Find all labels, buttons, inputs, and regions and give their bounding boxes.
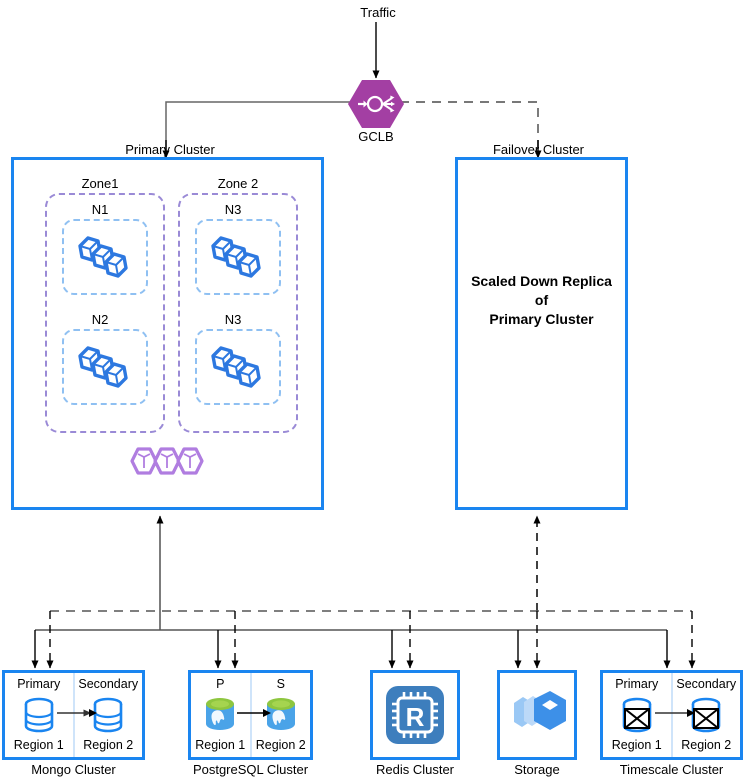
mongo-primary-region: Region 1 — [13, 737, 64, 752]
node-box-n3-b[interactable] — [195, 329, 281, 405]
node-label-n1: N1 — [91, 202, 109, 217]
gclb-node[interactable] — [347, 78, 405, 130]
redis-cluster-box[interactable]: R — [370, 670, 460, 760]
database-cylinder-icon-primary — [19, 691, 59, 739]
storage-icon — [500, 689, 574, 741]
timescale-secondary-region: Region 2 — [681, 737, 732, 752]
mongo-secondary-role: Secondary — [78, 677, 139, 691]
timescale-cylinder-icon-primary — [617, 691, 657, 739]
mongo-primary-role: Primary — [17, 677, 61, 691]
zone-box-zone1[interactable] — [45, 193, 165, 433]
timescale-cluster-box[interactable]: Primary Region 1 Secondary — [600, 670, 743, 760]
postgres-replication-arrow — [237, 709, 271, 717]
node-box-n1[interactable] — [62, 219, 148, 295]
zone-box-zone2[interactable] — [178, 193, 298, 433]
redis-cluster-caption: Redis Cluster — [375, 762, 455, 777]
container-stack-icon-n1 — [74, 230, 136, 286]
timescale-primary-cell[interactable]: Primary Region 1 — [603, 673, 671, 757]
failover-cluster-box[interactable]: Scaled Down Replica of Primary Cluster — [455, 157, 628, 510]
zone2-label: Zone 2 — [217, 176, 259, 191]
postgres-secondary-region: Region 2 — [255, 737, 306, 752]
node-label-n3-a: N3 — [224, 202, 242, 217]
container-stack-icon-n3-a — [207, 230, 269, 286]
mongo-replication-arrow — [57, 709, 97, 717]
timescale-primary-region: Region 1 — [611, 737, 662, 752]
node-box-n3-a[interactable] — [195, 219, 281, 295]
timescale-secondary-cell[interactable]: Secondary Region 2 — [670, 673, 741, 757]
redis-icon: R — [373, 684, 457, 746]
postgresql-icon-secondary — [263, 691, 299, 739]
primary-cluster-label: Primary Cluster — [125, 142, 215, 157]
failover-body-line1: Scaled Down Replica — [471, 273, 612, 289]
svg-text:R: R — [406, 702, 425, 732]
timescale-cluster-caption: Timescale Cluster — [619, 762, 724, 777]
node-label-n2: N2 — [91, 312, 109, 327]
zone1-label: Zone1 — [81, 176, 119, 191]
mongo-secondary-region: Region 2 — [83, 737, 134, 752]
failover-body-line2: of — [534, 291, 549, 308]
mongo-secondary-cell[interactable]: Secondary Region 2 — [72, 673, 143, 757]
mongo-primary-cell[interactable]: Primary Region 1 — [5, 673, 73, 757]
postgres-secondary-cell[interactable]: S Region 2 — [249, 673, 311, 757]
failover-body-line3: Primary Cluster — [489, 310, 594, 327]
mongo-cluster-box[interactable]: Primary Region 1 Secondary — [2, 670, 145, 760]
traffic-label: Traffic — [360, 5, 396, 20]
storage-caption: Storage — [514, 762, 560, 777]
gclb-label: GCLB — [358, 129, 394, 144]
timescale-replication-arrow — [655, 709, 695, 717]
timescale-primary-role: Primary — [615, 677, 659, 691]
container-stack-icon-n3-b — [207, 340, 269, 396]
postgres-primary-role: P — [216, 677, 225, 691]
storage-box[interactable] — [497, 670, 577, 760]
failover-cluster-label: Failover Cluster — [492, 142, 585, 157]
postgres-primary-cell[interactable]: P Region 1 — [191, 673, 250, 757]
mongo-cluster-caption: Mongo Cluster — [31, 762, 116, 777]
node-box-n2[interactable] — [62, 329, 148, 405]
load-balancer-icon — [348, 80, 404, 128]
postgresql-cluster-box[interactable]: P Region 1 S — [188, 670, 313, 760]
database-cylinder-icon-secondary — [88, 691, 128, 739]
node-label-n3-b: N3 — [224, 312, 242, 327]
postgres-primary-region: Region 1 — [195, 737, 246, 752]
pod-icon-group — [130, 445, 208, 479]
timescale-secondary-role: Secondary — [676, 677, 737, 691]
timescale-cylinder-icon-secondary — [686, 691, 726, 739]
container-stack-icon-n2 — [74, 340, 136, 396]
postgres-secondary-role: S — [276, 677, 285, 691]
postgresql-cluster-caption: PostgreSQL Cluster — [192, 762, 309, 777]
postgresql-icon-primary — [202, 691, 238, 739]
